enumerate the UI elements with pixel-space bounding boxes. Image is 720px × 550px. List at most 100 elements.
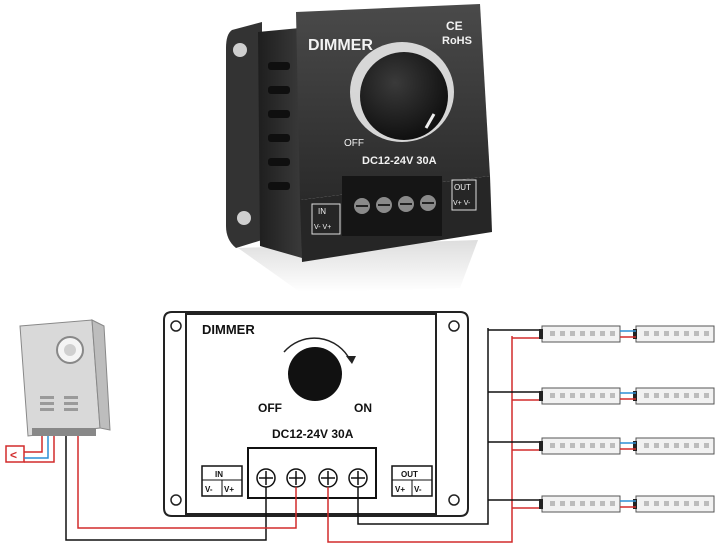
led-chip xyxy=(570,443,575,448)
rating-label: DC12-24V 30A xyxy=(272,427,354,441)
psu-terminal-strip xyxy=(32,428,96,436)
led-chip xyxy=(550,393,555,398)
led-chip xyxy=(654,501,659,506)
photo-screw-hole xyxy=(233,43,247,57)
led-chip xyxy=(590,331,595,336)
led-chip xyxy=(674,331,679,336)
led-chip xyxy=(674,501,679,506)
led-chip xyxy=(704,331,709,336)
photo-out-terminals: V+ V- xyxy=(453,200,471,207)
led-chip xyxy=(580,501,585,506)
psu-input-box xyxy=(5,445,25,463)
led-chip xyxy=(560,443,565,448)
photo-in-box xyxy=(311,203,341,235)
led-chip xyxy=(550,443,555,448)
led-chip xyxy=(560,501,565,506)
led-chip xyxy=(570,393,575,398)
led-chip xyxy=(684,443,689,448)
led-chip xyxy=(684,393,689,398)
led-chip xyxy=(694,501,699,506)
led-chip xyxy=(664,443,669,448)
led-chip xyxy=(600,393,605,398)
led-chip xyxy=(590,501,595,506)
led-chip xyxy=(560,393,565,398)
photo-knob-pointer xyxy=(424,113,436,129)
led-chip xyxy=(694,443,699,448)
dimmer-photo: DIMMER CE RoHS OFF DC12-24V 30A IN V- V+… xyxy=(226,4,492,292)
led-chip xyxy=(610,443,615,448)
led-chip xyxy=(654,443,659,448)
psu-input-wire-blue xyxy=(24,436,49,459)
in-label: IN xyxy=(215,470,223,479)
photo-rohs-mark: RoHS xyxy=(442,35,472,47)
led-chip xyxy=(580,393,585,398)
knob-off-label: OFF xyxy=(258,401,282,415)
led-chip xyxy=(704,443,709,448)
knob-on-label: ON xyxy=(354,401,372,415)
wire-out-negative xyxy=(357,328,489,525)
led-chip xyxy=(674,443,679,448)
power-supply-unit xyxy=(19,319,111,437)
mount-hole-right-bottom xyxy=(448,494,460,506)
in-v-plus: V+ xyxy=(224,485,234,494)
photo-out-label: OUT xyxy=(454,183,471,192)
psu-input-wire-red2 xyxy=(24,436,55,463)
out-v-plus: V+ xyxy=(395,485,405,494)
led-chip xyxy=(610,393,615,398)
led-chip xyxy=(610,331,615,336)
psu-input-arrow: < xyxy=(10,448,17,462)
photo-off-label: OFF xyxy=(344,138,364,149)
photo-vent-slots xyxy=(268,62,290,190)
led-chip xyxy=(644,331,649,336)
led-chip xyxy=(550,331,555,336)
wire-out-positive xyxy=(327,336,513,543)
led-chip xyxy=(600,501,605,506)
photo-out-box xyxy=(451,179,477,211)
led-chip xyxy=(550,501,555,506)
led-chip xyxy=(570,331,575,336)
wiring-diagram: < DIMMER OFF ON DC12-24V 30A IN V- V+ OU… xyxy=(5,311,715,543)
led-chip xyxy=(590,443,595,448)
led-chip xyxy=(560,331,565,336)
led-chip xyxy=(644,501,649,506)
led-chip xyxy=(704,501,709,506)
led-chip xyxy=(610,501,615,506)
in-v-minus: V- xyxy=(205,485,213,494)
diagram-title: DIMMER xyxy=(202,322,255,337)
out-v-minus: V- xyxy=(414,485,422,494)
mount-hole-left-bottom xyxy=(170,494,182,506)
out-label: OUT xyxy=(401,470,418,479)
led-chip xyxy=(590,393,595,398)
wire-psu-positive xyxy=(77,436,297,529)
led-strip-group xyxy=(488,325,715,513)
photo-brand-label: DIMMER xyxy=(308,37,373,54)
led-chip xyxy=(664,501,669,506)
photo-ce-mark: CE xyxy=(446,19,463,33)
led-chip xyxy=(654,393,659,398)
led-chip xyxy=(570,501,575,506)
psu-vent-slots xyxy=(40,396,78,411)
led-chip xyxy=(580,331,585,336)
rotate-arrow-icon xyxy=(283,337,351,361)
led-chip xyxy=(694,331,699,336)
mount-hole-left-top xyxy=(170,320,182,332)
led-chip xyxy=(644,443,649,448)
led-chip xyxy=(684,331,689,336)
photo-rating-label: DC12-24V 30A xyxy=(362,155,437,167)
psu-input-wire-red xyxy=(24,436,43,453)
led-chip xyxy=(654,331,659,336)
mount-hole-right-top xyxy=(448,320,460,332)
led-chip xyxy=(674,393,679,398)
wire-psu-negative xyxy=(65,436,267,541)
led-chip xyxy=(684,501,689,506)
led-chip xyxy=(664,393,669,398)
photo-in-terminals: V- V+ xyxy=(314,224,331,231)
led-chip xyxy=(580,443,585,448)
led-chip xyxy=(644,393,649,398)
led-chip xyxy=(600,443,605,448)
photo-in-label: IN xyxy=(318,207,326,216)
knob-icon xyxy=(288,347,342,401)
led-chip xyxy=(704,393,709,398)
photo-screw-hole xyxy=(237,211,251,225)
dimmer-outline xyxy=(163,311,469,517)
